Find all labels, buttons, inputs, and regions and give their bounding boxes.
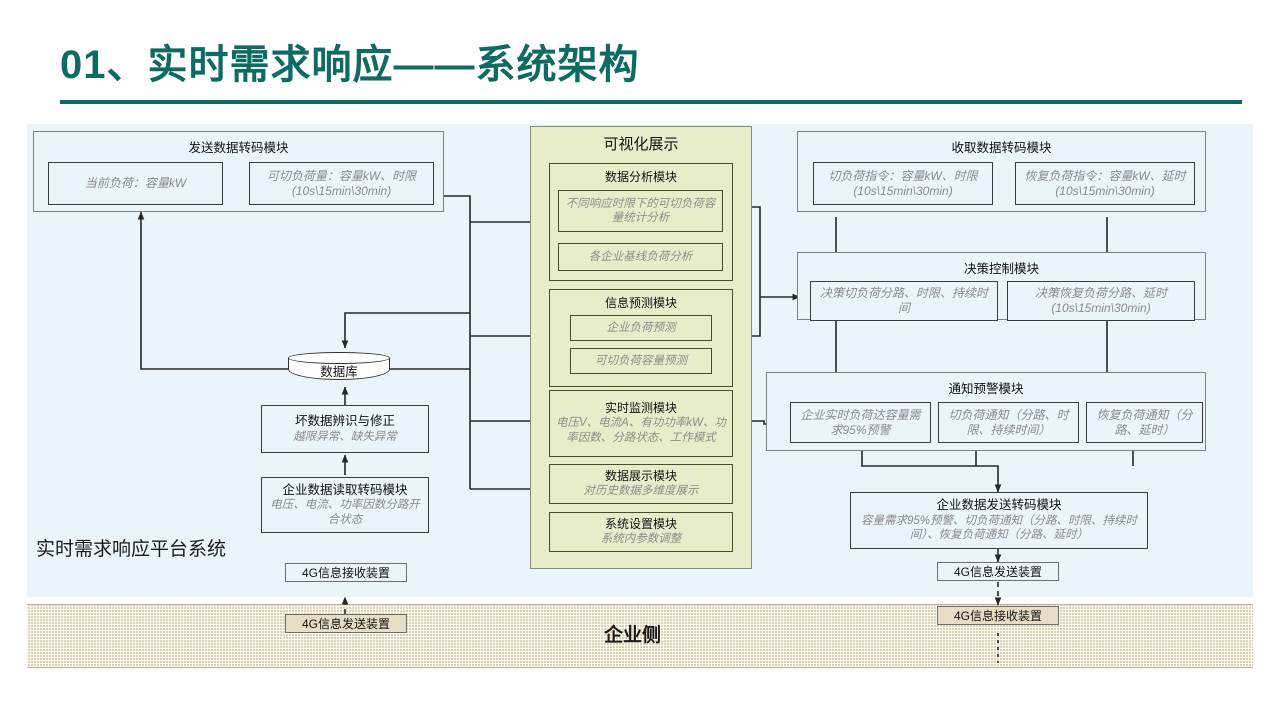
decision-item-shed-branch: 决策切负荷分路、时限、持续时间 (810, 281, 998, 321)
send-codec-module-title: 发送数据转码模块 (188, 141, 289, 155)
send-codec-item-current-load: 当前负荷：容量kW (48, 162, 223, 205)
device-enterprise-receiver-right: 4G信息接收装置 (937, 606, 1059, 625)
realtime-monitoring-subtitle: 电压V、电流A、有功功率kW、功率因数、分路状态、工作模式 (556, 417, 726, 445)
data-analysis-item-baseline-load: 各企业基线负荷分析 (558, 243, 723, 271)
receive-codec-item-shed-command: 切负荷指令：容量kW、时限(10s\15min\30min) (813, 162, 993, 205)
realtime-monitoring-title: 实时监测模块 (604, 400, 677, 415)
forecast-group-title: 信息预测模块 (604, 296, 677, 310)
realtime-monitoring-module: 实时监测模块 电压V、电流A、有功功率kW、功率因数、分路状态、工作模式 (549, 390, 733, 457)
system-settings-title: 系统设置模块 (604, 516, 677, 531)
system-settings-module: 系统设置模块 系统内参数调整 (549, 512, 733, 552)
visualization-panel-title: 可视化展示 (603, 136, 679, 153)
page-title: 01、实时需求响应——系统架构 (60, 43, 640, 87)
database-top-ellipse (288, 352, 390, 364)
device-enterprise-sender-left: 4G信息发送装置 (285, 614, 407, 633)
enterprise-read-codec-module: 企业数据读取转码模块 电压、电流、功率因数分路开合状态 (261, 477, 429, 533)
enterprise-read-codec-title: 企业数据读取转码模块 (282, 482, 408, 497)
data-display-subtitle: 对历史数据多维度展示 (583, 485, 699, 498)
device-platform-receiver-left: 4G信息接收装置 (285, 563, 407, 582)
enterprise-send-codec-subtitle: 容量需求95%预警、切负荷通知（分路、时限、持续时间）、恢复负荷通知（分路、延时… (860, 514, 1137, 542)
notify-item-shed-notice: 切负荷通知（分路、时限、持续时间） (938, 402, 1079, 443)
notify-item-95-percent-warning: 企业实时负荷达容量需求95%预警 (790, 402, 931, 443)
bad-data-module-subtitle: 越限异常、缺失异常 (293, 430, 397, 443)
receive-codec-module-title: 收取数据转码模块 (951, 141, 1052, 155)
data-analysis-item-capacity-statistics: 不同响应时限下的可切负荷容量统计分析 (558, 190, 723, 232)
database-body (288, 358, 390, 380)
receive-codec-item-restore-command: 恢复负荷指令：容量kW、延时(10s\15min\30min) (1015, 162, 1195, 205)
database-cylinder: 数据库 (288, 352, 390, 386)
enterprise-label: 企业侧 (604, 625, 662, 646)
send-codec-item-shiftable-load: 可切负荷量：容量kW、时限(10s\15min\30min) (249, 162, 434, 205)
decision-control-module-title: 决策控制模块 (963, 262, 1039, 276)
data-analysis-group-title: 数据分析模块 (604, 170, 677, 184)
bad-data-module: 坏数据辨识与修正 越限异常、缺失异常 (261, 405, 429, 453)
notify-warning-module-title: 通知预警模块 (948, 382, 1024, 396)
platform-label: 实时需求响应平台系统 (36, 539, 227, 560)
enterprise-send-codec-title: 企业数据发送转码模块 (936, 498, 1062, 513)
decision-item-restore-branch: 决策恢复负荷分路、延时(10s\15min\30min) (1007, 281, 1195, 321)
system-settings-subtitle: 系统内参数调整 (600, 533, 682, 546)
forecast-item-shiftable-capacity: 可切负荷容量预测 (570, 348, 712, 374)
title-underline (60, 100, 1242, 104)
forecast-item-enterprise-load: 企业负荷预测 (570, 315, 712, 341)
notify-item-restore-notice: 恢复负荷通知（分路、延时） (1086, 402, 1203, 443)
bad-data-module-title: 坏数据辨识与修正 (294, 414, 395, 428)
enterprise-read-codec-subtitle: 电压、电流、功率因数分路开合状态 (270, 499, 420, 526)
data-display-title: 数据展示模块 (604, 468, 677, 483)
enterprise-send-codec-module: 企业数据发送转码模块 容量需求95%预警、切负荷通知（分路、时限、持续时间）、恢… (850, 492, 1148, 549)
data-display-module: 数据展示模块 对历史数据多维度展示 (549, 464, 733, 504)
device-platform-sender-right: 4G信息发送装置 (937, 562, 1059, 581)
database-label: 数据库 (320, 365, 358, 379)
